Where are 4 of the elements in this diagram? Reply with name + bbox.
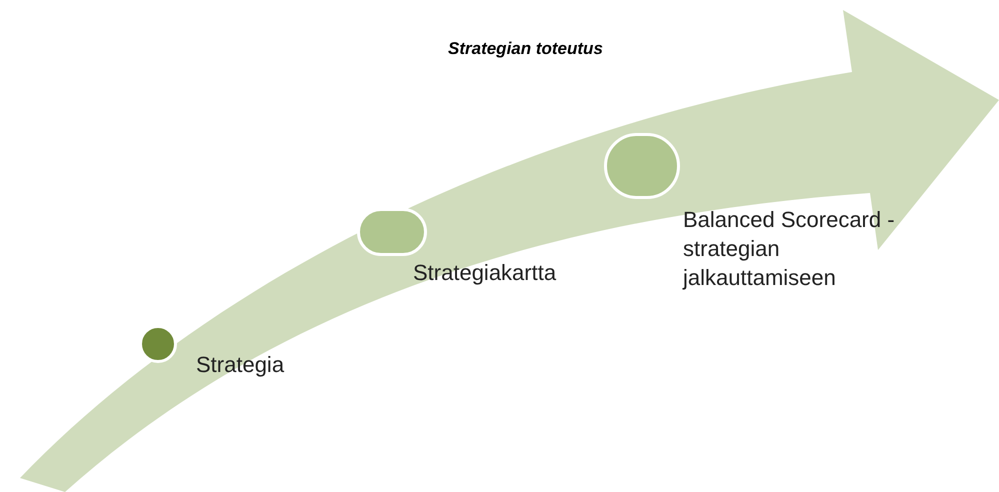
- node-caption: Balanced Scorecard - strategian jalkauttamiseen: [683, 206, 896, 292]
- node-caption: Strategiakartta: [413, 259, 558, 287]
- diagram-title: Strategian toteutus: [448, 38, 603, 60]
- node-caption: Strategia: [196, 351, 286, 379]
